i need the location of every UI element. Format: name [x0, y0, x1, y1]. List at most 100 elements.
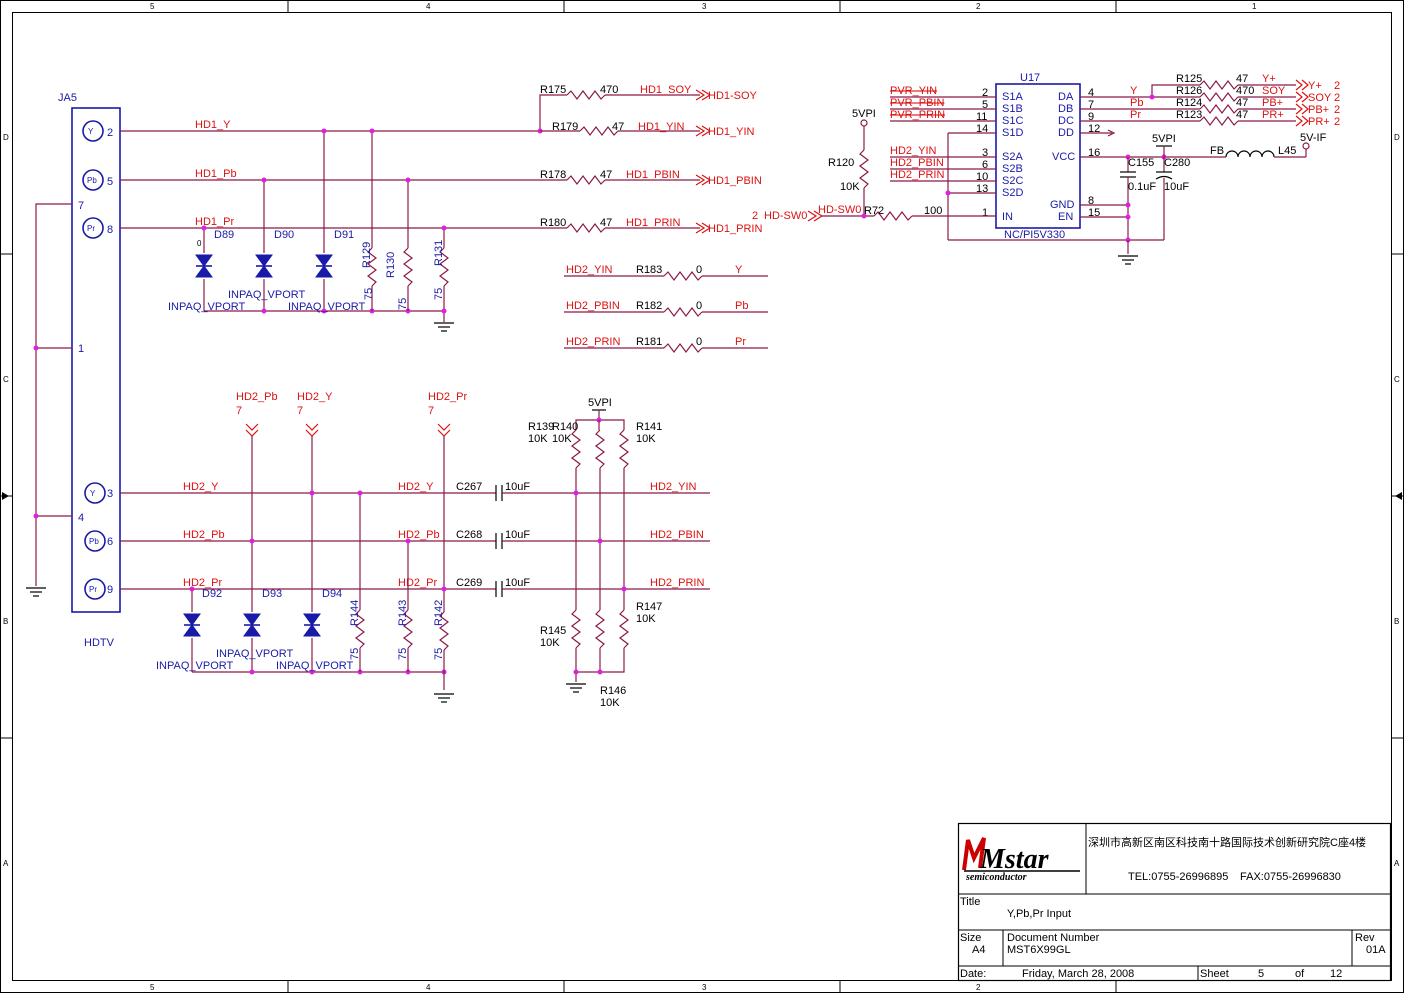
connector-pin: Pr 9: [84, 578, 113, 600]
sheet-date: Friday, March 28, 2008: [1022, 968, 1134, 980]
pullup-val: 10K: [528, 433, 548, 445]
svg-text:9: 9: [1088, 111, 1094, 123]
termination-resistor: R143 75: [397, 538, 413, 672]
pullup-val: 10K: [636, 433, 656, 445]
svg-text:R129: R129: [361, 242, 373, 268]
link-resistor: HD2_PBIN R182 0 Pb: [564, 300, 768, 317]
svg-text:EN: EN: [1058, 211, 1073, 223]
svg-text:HD2_PBIN: HD2_PBIN: [650, 529, 704, 541]
connector-pin: Pb 5: [82, 169, 113, 191]
coupling-capacitor: C268 10uF HD2_PBIN: [456, 529, 710, 549]
coupling-capacitor: C269 10uF HD2_PRIN: [456, 577, 710, 597]
svg-text:7: 7: [236, 405, 242, 417]
supply-label: 5V-IF: [1300, 132, 1327, 144]
gnd-pin-num: 7: [78, 200, 84, 212]
company-tel: TEL:0755-26996895: [1128, 871, 1228, 883]
docnum-label: Document Number: [1007, 932, 1100, 944]
svg-text:DC: DC: [1058, 115, 1074, 127]
svg-text:Y: Y: [90, 489, 96, 498]
offpage-port: HD1_YIN: [708, 126, 755, 138]
net-label: HD1_Pr: [195, 216, 234, 228]
svg-text:10uF: 10uF: [505, 529, 530, 541]
svg-text:16: 16: [1088, 147, 1100, 159]
svg-text:R183: R183: [636, 264, 662, 276]
offpage-port: PR+: [1308, 116, 1330, 128]
svg-text:14: 14: [976, 123, 988, 135]
resistor-val: 100: [924, 205, 942, 217]
company-address: 深圳市高新区南区科技南十路国际技术创新研究院C座4楼: [1088, 835, 1366, 849]
svg-text:13: 13: [976, 183, 988, 195]
svg-text:47: 47: [600, 217, 612, 229]
svg-text:HD2_PBIN: HD2_PBIN: [566, 300, 620, 312]
net-label: HD1_Pb: [195, 168, 237, 180]
svg-text:Pb: Pb: [735, 300, 748, 312]
row-label: B: [3, 617, 8, 626]
connector-pin: Y 2: [82, 120, 113, 142]
svg-text:0: 0: [696, 336, 702, 348]
net-label: PVR_PBIN: [890, 97, 944, 109]
title-block: Mstar semiconductor 深圳市高新区南区科技南十路国际技术创新研…: [957, 822, 1392, 982]
revision: 01A: [1366, 944, 1386, 956]
offpage-port: HD-SW0: [764, 210, 807, 222]
decoupling-capacitor: C280 10uF: [1155, 157, 1190, 240]
svg-text:Y+: Y+: [1262, 73, 1276, 85]
tvs-diode: 0 D89 INPAQ_VPORT: [168, 229, 246, 313]
svg-text:SOY: SOY: [1262, 85, 1286, 97]
svg-text:GND: GND: [1050, 199, 1075, 211]
svg-text:2: 2: [1334, 80, 1340, 92]
svg-text:D93: D93: [262, 588, 282, 600]
row-label: D: [3, 133, 9, 142]
tvs-diode: D94 INPAQ_VPORT: [276, 588, 354, 672]
series-resistor: R175 470 HD1_SOY HD1-SOY: [540, 84, 758, 102]
svg-text:HD1_PRIN: HD1_PRIN: [626, 217, 680, 229]
gnd-pin-num: 1: [78, 343, 84, 355]
svg-text:10uF: 10uF: [505, 577, 530, 589]
hd2-section: HD2_Pb 7 HD2_Y 7 HD2_Pr 7 HD2_Y HD2_Pb H…: [120, 391, 710, 709]
svg-text:VCC: VCC: [1052, 151, 1075, 163]
tvs-diode: D93 INPAQ_VPORT: [216, 588, 294, 660]
termination-resistor: R142 75: [433, 586, 455, 703]
gnd-pin-num: 4: [78, 512, 84, 524]
resistor-ref: R120: [828, 157, 854, 169]
net-label: HD2_Y: [183, 481, 219, 493]
svg-text:R144: R144: [349, 600, 361, 626]
link-resistor: HD2_YIN R183 0 Y: [564, 264, 768, 281]
offpage-port: PB+: [1308, 104, 1329, 116]
col-label: 5: [150, 2, 155, 11]
svg-text:S2D: S2D: [1002, 187, 1023, 199]
pulldown-ref: R145: [540, 625, 566, 637]
svg-text:75: 75: [433, 648, 445, 660]
document-number: MST6X99GL: [1007, 944, 1071, 956]
svg-text:R180: R180: [540, 217, 566, 229]
output-resistor: R123 47 PR+ PR+ 2: [1176, 109, 1340, 128]
svg-text:0.1uF: 0.1uF: [1128, 181, 1156, 193]
output-resistor: R124 47 PB+ PB+ 2: [1176, 97, 1340, 116]
svg-text:INPAQ_VPORT: INPAQ_VPORT: [156, 660, 234, 672]
svg-text:S2A: S2A: [1002, 151, 1023, 163]
hd2-port: HD2_Pb 7: [236, 391, 278, 437]
svg-text:DD: DD: [1058, 127, 1074, 139]
svg-text:D89: D89: [214, 229, 234, 241]
pulldown-val: 10K: [600, 697, 620, 709]
col-label: 3: [702, 983, 707, 992]
termination-resistor: R130 75: [385, 177, 413, 311]
svg-text:C267: C267: [456, 481, 482, 493]
rev-label: Rev: [1355, 932, 1375, 944]
pulldown-ref: R147: [636, 601, 662, 613]
svg-text:15: 15: [1088, 207, 1100, 219]
bias-network: 5VPI R139 10K R140 10K R141 10K: [528, 397, 662, 709]
svg-text:C280: C280: [1164, 157, 1190, 169]
svg-text:HD2_YIN: HD2_YIN: [650, 481, 697, 493]
hd2-port: HD2_Y 7: [297, 391, 333, 437]
svg-text:R143: R143: [397, 600, 409, 626]
net-label: HD2_Pb: [183, 529, 225, 541]
series-resistor: R180 47 HD1_PRIN HD1_PRIN: [540, 217, 762, 235]
svg-text:C269: C269: [456, 577, 482, 589]
svg-text:S2C: S2C: [1002, 175, 1023, 187]
net-label: HD1_Y: [195, 119, 231, 131]
svg-text:47: 47: [600, 169, 612, 181]
svg-text:R131: R131: [433, 240, 445, 266]
svg-text:INPAQ_VPORT: INPAQ_VPORT: [276, 660, 354, 672]
svg-text:INPAQ_VPORT: INPAQ_VPORT: [168, 301, 246, 313]
svg-text:47: 47: [612, 121, 624, 133]
